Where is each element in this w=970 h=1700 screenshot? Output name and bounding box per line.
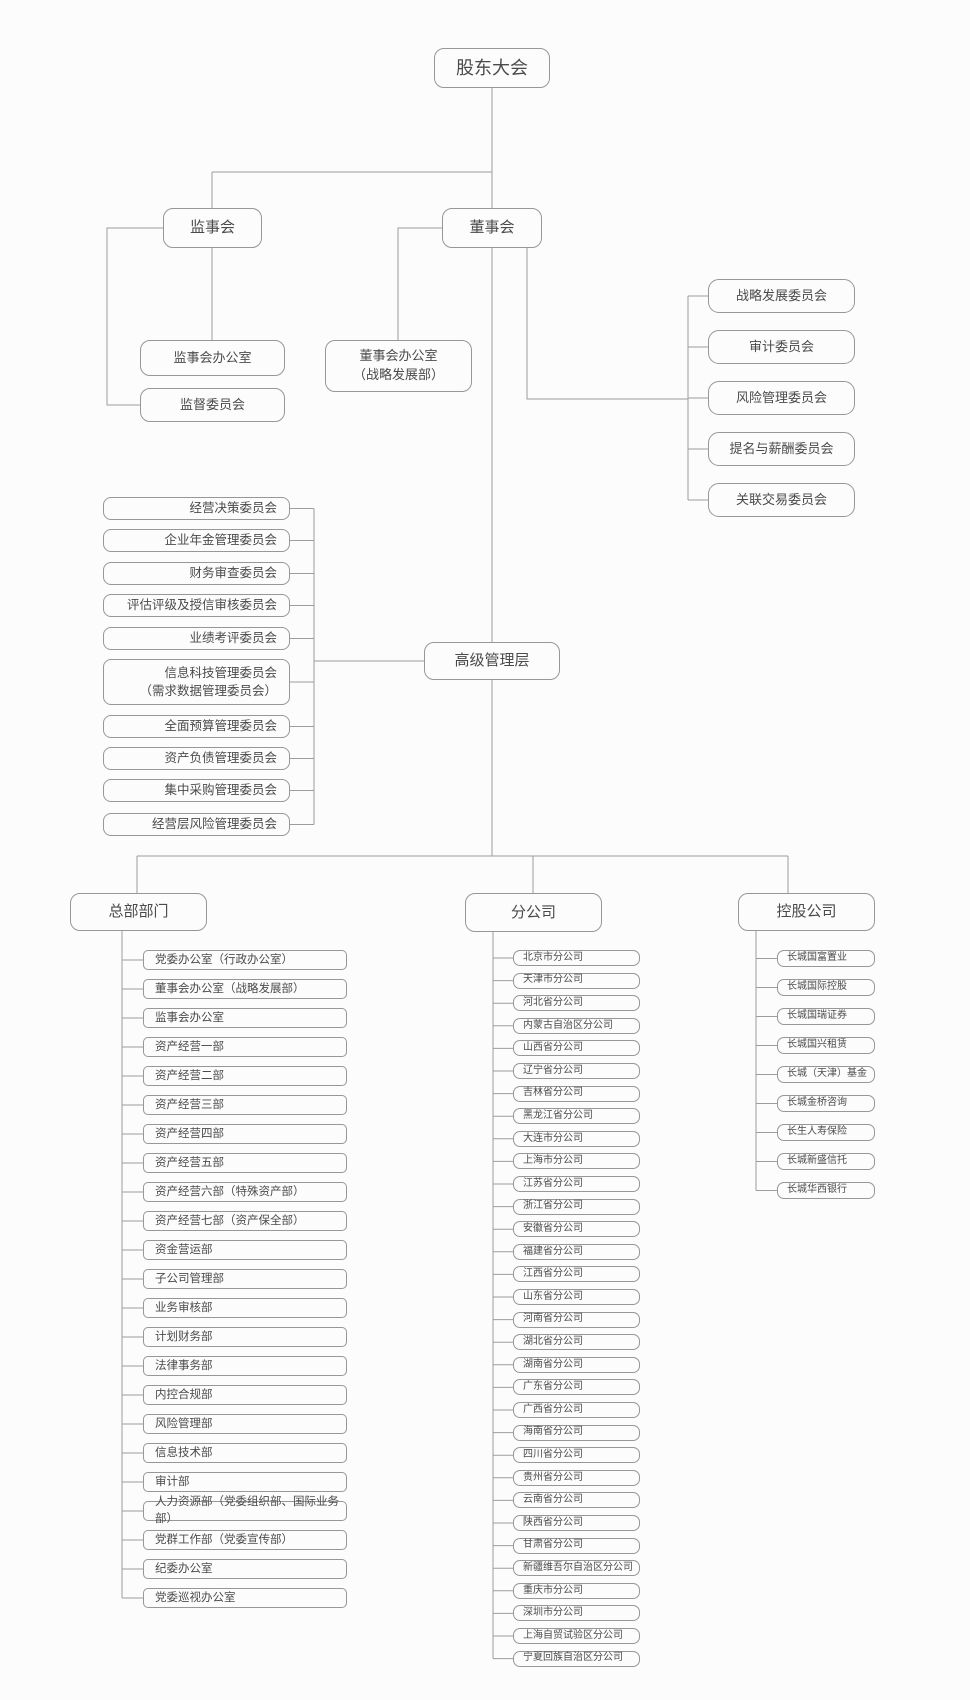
section-header-headquarters: 总部部门 [70,893,207,931]
branch-company-11: 浙江省分公司 [513,1198,640,1215]
branch-company-16: 河南省分公司 [513,1311,640,1328]
management-committee-8: 集中采购管理委员会 [103,779,290,802]
hq-department-11: 子公司管理部 [143,1269,347,1289]
branch-company-2: 河北省分公司 [513,995,640,1012]
hq-department-8: 资产经营六部（特殊资产部） [143,1182,347,1202]
hq-department-4: 资产经营二部 [143,1066,347,1086]
holding-company-0: 长城国富置业 [777,950,875,967]
management-committee-0: 经营决策委员会 [103,497,290,520]
holding-company-3: 长城国兴租赁 [777,1037,875,1054]
hq-department-7: 资产经营五部 [143,1153,347,1173]
section-header-holdings: 控股公司 [738,893,875,931]
branch-company-30: 上海自贸试验区分公司 [513,1628,640,1644]
branch-company-20: 广西省分公司 [513,1402,640,1418]
branch-company-27: 新疆维吾尔自治区分公司 [513,1560,640,1577]
hq-department-5: 资产经营三部 [143,1095,347,1115]
branch-company-31: 宁夏回族自治区分公司 [513,1650,640,1667]
hq-department-0: 党委办公室（行政办公室） [143,950,347,970]
branch-company-7: 黑龙江省分公司 [513,1108,640,1125]
branch-company-3: 内蒙古自治区分公司 [513,1017,640,1034]
branch-company-8: 大连市分公司 [513,1130,640,1147]
board-committee-0: 战略发展委员会 [708,279,855,313]
hq-department-21: 纪委办公室 [143,1559,347,1579]
management-committee-2: 财务审查委员会 [103,562,290,585]
branch-company-25: 陕西省分公司 [513,1515,640,1531]
branch-company-0: 北京市分公司 [513,950,640,966]
holding-company-4: 长城（天津）基金 [777,1066,875,1083]
branch-company-14: 江西省分公司 [513,1266,640,1283]
section-header-branches: 分公司 [465,893,602,932]
board-committee-3: 提名与薪酬委员会 [708,432,855,466]
branch-company-19: 广东省分公司 [513,1379,640,1396]
node-supervisory-board-office: 监事会办公室 [140,340,285,376]
holding-company-7: 长城新盛信托 [777,1153,875,1170]
board-committee-4: 关联交易委员会 [708,483,855,517]
node-board-office: 董事会办公室 （战略发展部） [325,340,472,392]
management-committee-7: 资产负债管理委员会 [103,747,290,770]
management-committee-5: 信息科技管理委员会 （需求数据管理委员会） [103,659,290,705]
holding-company-8: 长城华西银行 [777,1182,875,1199]
branch-company-10: 江苏省分公司 [513,1176,640,1192]
management-committee-4: 业绩考评委员会 [103,627,290,650]
branch-company-24: 云南省分公司 [513,1492,640,1509]
holding-company-1: 长城国际控股 [777,979,875,996]
branch-company-22: 四川省分公司 [513,1447,640,1464]
node-shareholders-meeting: 股东大会 [434,48,550,88]
holding-company-5: 长城金桥咨询 [777,1095,875,1112]
hq-department-19: 人力资源部（党委组织部、国际业务部） [143,1496,347,1525]
branch-company-18: 湖南省分公司 [513,1356,640,1373]
hq-department-12: 业务审核部 [143,1298,347,1318]
branch-company-29: 深圳市分公司 [513,1605,640,1622]
node-supervisory-board: 监事会 [163,208,262,248]
hq-department-20: 党群工作部（党委宣传部） [143,1530,347,1550]
hq-department-14: 法律事务部 [143,1356,347,1376]
holding-company-6: 长生人寿保险 [777,1124,875,1141]
hq-department-13: 计划财务部 [143,1327,347,1347]
holding-company-2: 长城国瑞证券 [777,1008,875,1025]
board-committee-2: 风险管理委员会 [708,381,855,415]
node-senior-management: 高级管理层 [424,642,560,680]
hq-department-2: 监事会办公室 [143,1008,347,1028]
branch-company-1: 天津市分公司 [513,972,640,989]
hq-department-3: 资产经营一部 [143,1037,347,1057]
management-committee-3: 评估评级及授信审核委员会 [103,594,290,617]
management-committee-1: 企业年金管理委员会 [103,529,290,552]
hq-department-10: 资金营运部 [143,1240,347,1260]
branch-company-5: 辽宁省分公司 [513,1063,640,1079]
branch-company-23: 贵州省分公司 [513,1469,640,1486]
hq-department-6: 资产经营四部 [143,1124,347,1144]
board-committee-1: 审计委员会 [708,330,855,364]
branch-company-21: 海南省分公司 [513,1424,640,1441]
management-committee-9: 经营层风险管理委员会 [103,813,290,836]
branch-company-4: 山西省分公司 [513,1040,640,1057]
branch-company-12: 安徽省分公司 [513,1221,640,1238]
branch-company-28: 重庆市分公司 [513,1582,640,1599]
branch-company-9: 上海市分公司 [513,1153,640,1170]
branch-company-6: 吉林省分公司 [513,1085,640,1102]
hq-department-22: 党委巡视办公室 [143,1588,347,1608]
branch-company-26: 甘肃省分公司 [513,1537,640,1554]
hq-department-16: 风险管理部 [143,1414,347,1434]
hq-department-15: 内控合规部 [143,1385,347,1405]
management-committee-6: 全面预算管理委员会 [103,715,290,738]
branch-company-17: 湖北省分公司 [513,1334,640,1351]
hq-department-9: 资产经营七部（资产保全部） [143,1211,347,1231]
hq-department-17: 信息技术部 [143,1443,347,1463]
hq-department-1: 董事会办公室（战略发展部） [143,979,347,999]
hq-department-18: 审计部 [143,1472,347,1492]
node-supervision-committee: 监督委员会 [140,388,285,422]
branch-company-13: 福建省分公司 [513,1243,640,1260]
branch-company-15: 山东省分公司 [513,1289,640,1305]
node-board-of-directors: 董事会 [442,208,542,248]
